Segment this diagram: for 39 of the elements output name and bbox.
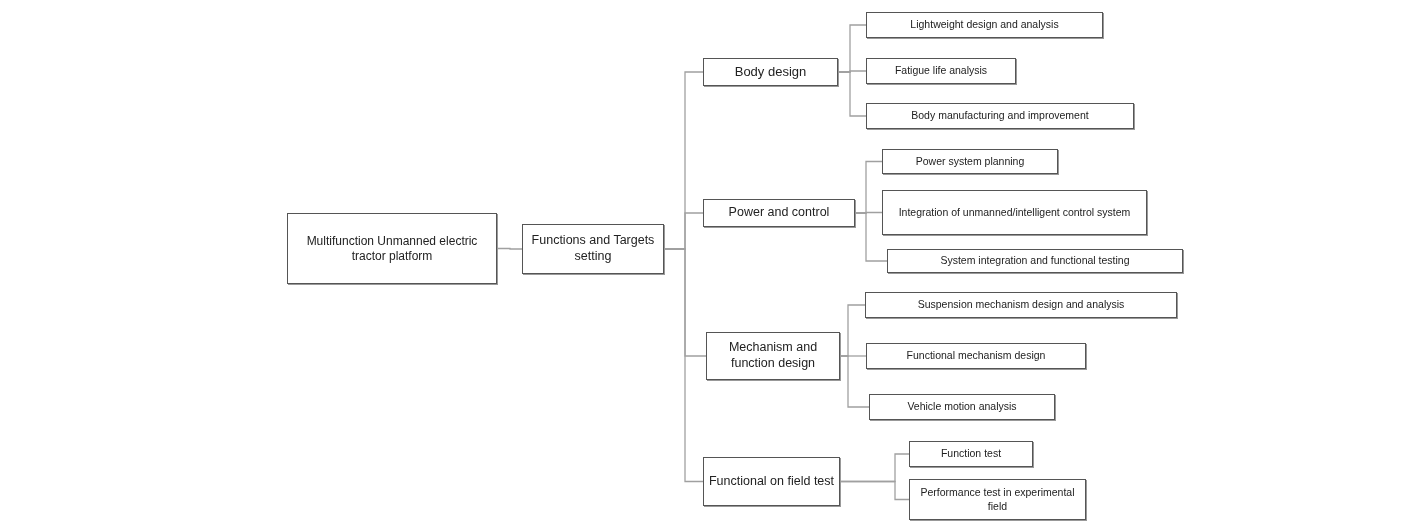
box-label: Function test xyxy=(939,447,1003,461)
box-label: Performance test in experimental field xyxy=(919,486,1076,513)
process-box xyxy=(909,479,1086,520)
box-label: Mechanism and function design xyxy=(727,340,819,372)
box-label: Functional mechanism design xyxy=(905,349,1047,363)
process-box xyxy=(866,12,1103,38)
box-label: System integration and functional testing xyxy=(939,254,1131,268)
process-box xyxy=(706,332,840,380)
process-box xyxy=(869,394,1055,420)
connector-line xyxy=(837,71,867,117)
process-box xyxy=(882,190,1147,235)
box-label: Lightweight design and analysis xyxy=(909,18,1060,32)
box-label: Vehicle motion analysis xyxy=(906,400,1018,414)
box-label: Suspension mechanism design and analysis xyxy=(916,298,1126,312)
box-label: Functions and Targets setting xyxy=(530,233,656,265)
process-box xyxy=(522,224,664,274)
connector-line xyxy=(839,480,910,501)
box-label: Power system planning xyxy=(914,154,1026,169)
process-box xyxy=(703,457,840,506)
process-box xyxy=(882,149,1058,174)
process-box xyxy=(703,199,855,227)
process-box xyxy=(866,58,1016,84)
box-label: Functional on field test xyxy=(707,473,836,490)
process-box xyxy=(866,343,1086,369)
process-box xyxy=(909,441,1033,467)
connector-line xyxy=(663,248,704,483)
box-label: Fatigue life analysis xyxy=(893,64,989,78)
connector-line xyxy=(496,247,523,250)
process-box xyxy=(865,292,1177,318)
box-label: Body manufacturing and improvement xyxy=(910,109,1090,123)
box-label: Multifunction Unmanned electric tractor platform xyxy=(305,233,479,264)
process-box xyxy=(887,249,1183,273)
connector-line xyxy=(839,355,870,408)
box-label: Body design xyxy=(733,63,808,81)
process-box xyxy=(287,213,497,284)
process-box xyxy=(866,103,1134,129)
process-box xyxy=(703,58,838,86)
box-label: Integration of unmanned/intelligent control system xyxy=(897,205,1132,220)
box-label: Power and control xyxy=(727,205,831,221)
